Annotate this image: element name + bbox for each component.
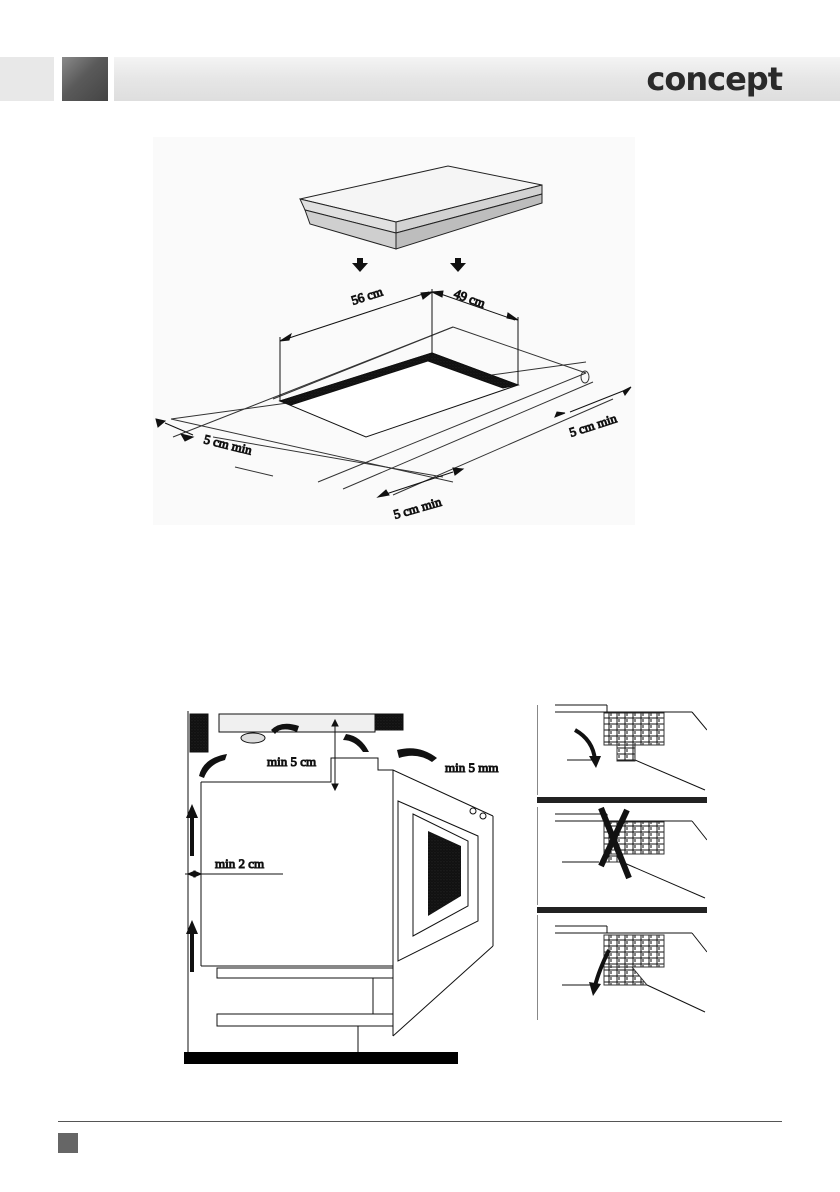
brand-logo: concept	[646, 57, 782, 101]
header-left-block	[0, 57, 54, 101]
detail-panels	[537, 700, 707, 1022]
front-clearance-label: 5 cm min	[392, 494, 444, 522]
depth-label: 49 cm	[452, 286, 487, 311]
detail-wrong-middle	[537, 807, 707, 905]
detail-correct-bottom	[537, 915, 707, 1020]
wall-gap-label: min 2 cm	[215, 856, 264, 871]
cutout-diagram: 56 cm 49 cm 5 cm min 5 cm min 5 cm min	[153, 137, 635, 525]
hob-body	[300, 166, 542, 249]
ventilation-diagram: min 5 cm min 5 mm min 2 cm	[183, 706, 523, 1068]
down-arrows	[352, 258, 466, 272]
cutout	[280, 353, 518, 437]
front-gap-label: min 5 mm	[445, 760, 498, 775]
footer-rule	[58, 1121, 782, 1122]
footer-square	[58, 1133, 78, 1153]
width-label: 56 cm	[349, 284, 384, 308]
counter-left	[190, 714, 208, 752]
counter-right	[371, 714, 403, 730]
under-gap-label: min 5 cm	[267, 754, 316, 769]
header-square	[62, 57, 108, 101]
detail-correct-top	[537, 705, 707, 795]
right-clearance-label: 5 cm min	[567, 410, 619, 440]
floor	[184, 1052, 458, 1064]
